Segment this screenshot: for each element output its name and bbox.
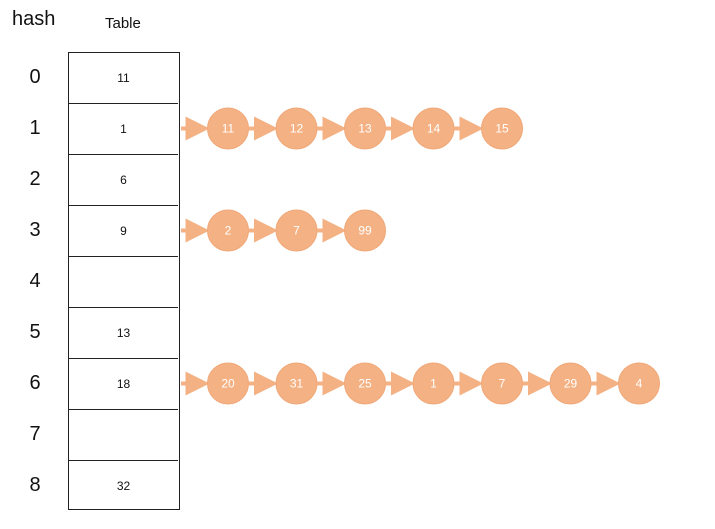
chain-row-1: 11 12 13 14 15 [181, 107, 523, 150]
table-cell-2: 6 [120, 173, 127, 187]
chain-node-label: 11 [222, 122, 235, 136]
chain-node [481, 107, 523, 150]
table-divider [69, 460, 178, 461]
table-cell-5: 13 [116, 326, 131, 340]
chain-row-6: 20 31 25 1 7 29 4 [181, 362, 660, 405]
hash-index-7: 7 [29, 423, 41, 445]
table-cell-1: 1 [120, 122, 127, 136]
chain-row-3: 2 7 99 [181, 209, 386, 252]
chain-node-label: 25 [358, 377, 372, 391]
table-divider [69, 307, 178, 308]
table-cell-6: 18 [116, 377, 131, 391]
chain-node-label: 29 [564, 377, 578, 391]
chain-node-label: 14 [427, 122, 441, 136]
hash-index-4: 4 [29, 270, 41, 292]
hash-index-8: 8 [29, 474, 41, 496]
chain-node [344, 209, 386, 252]
chain-node [618, 362, 660, 405]
table-cell-3: 9 [120, 224, 127, 238]
chain-node-label: 99 [358, 224, 372, 238]
chain-node-label: 12 [290, 122, 304, 136]
table-divider [69, 154, 178, 155]
chain-node-label: 13 [358, 122, 372, 136]
table-divider [69, 409, 178, 410]
hash-index-1: 1 [29, 117, 41, 139]
chain-node-label: 4 [636, 377, 643, 391]
table-title: Table [105, 15, 141, 32]
chain-node-label: 2 [225, 224, 232, 238]
chain-node-label: 7 [499, 377, 506, 391]
table-divider [69, 358, 178, 359]
chain-node-label: 7 [293, 224, 300, 238]
chain-node-label: 15 [495, 122, 509, 136]
hash-index-3: 3 [29, 219, 41, 241]
hash-column-title: hash [12, 8, 56, 30]
hash-index-5: 5 [29, 321, 41, 343]
chain-node-label: 1 [430, 377, 437, 391]
hash-table: 11 1 6 9 13 18 32 [68, 52, 180, 510]
table-divider [69, 205, 178, 206]
table-cell-8: 32 [116, 479, 131, 493]
chain-node-label: 31 [290, 377, 304, 391]
table-divider [69, 103, 178, 104]
table-divider [69, 256, 178, 257]
hash-index-2: 2 [29, 168, 41, 190]
chain-node-label: 20 [221, 377, 235, 391]
table-cell-0: 11 [117, 71, 130, 85]
hash-index-0: 0 [29, 66, 41, 88]
hash-index-6: 6 [29, 372, 41, 394]
chain-layer: 11 12 13 14 15 2 7 99 20 31 25 1 7 29 4 [181, 107, 660, 405]
